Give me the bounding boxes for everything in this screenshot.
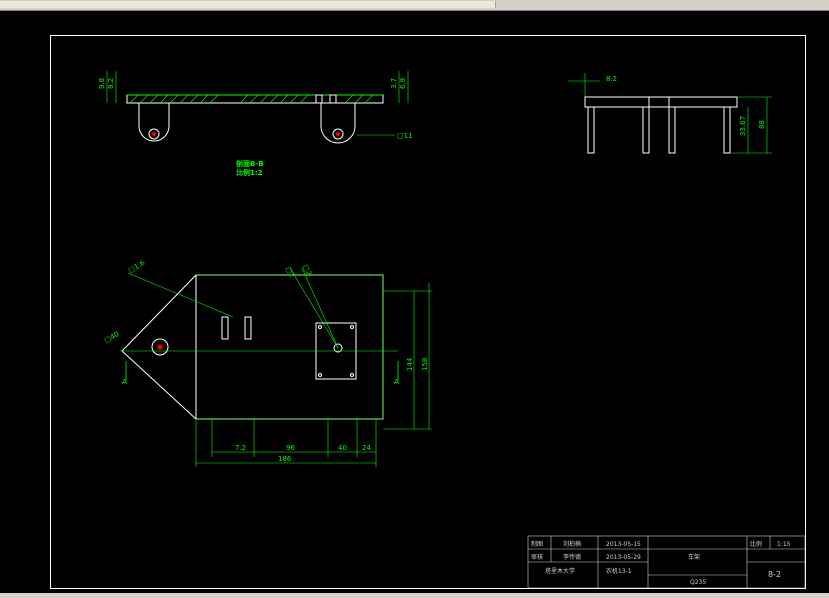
dim-40: 40: [338, 444, 347, 452]
window-title-bar: [0, 0, 829, 11]
dim-r11: □11: [397, 132, 413, 140]
tb-drawn-date: 2013-05-15: [606, 541, 641, 548]
lug-right: [320, 103, 356, 144]
tb-drawn-name: 刘柏楠: [563, 540, 581, 548]
dim-top-1: 9.8: [98, 78, 106, 89]
drawing-svg: 9.8 8.2 3.7 6.9 □11 剖面B-B 比例1:2 8.2: [98, 71, 806, 589]
slot-1: [221, 316, 229, 340]
dim-r40: □40: [103, 330, 120, 345]
title-block: [527, 535, 806, 589]
plan-view: □1.6 □2 □2 □40 A A 144 158 7.2: [103, 259, 432, 467]
tb-class: 农机13-1: [606, 567, 632, 575]
status-bar: [0, 593, 829, 598]
dim-side-h: 88: [758, 120, 766, 129]
dim-r6: □1.6: [127, 259, 147, 275]
tb-material: Q235: [690, 579, 706, 586]
side-leg-4: [723, 106, 731, 154]
hatch-pattern: [129, 94, 374, 104]
tb-drawing-no: 8-2: [768, 570, 781, 579]
tb-checked-date: 2013-05-29: [606, 554, 641, 561]
tb-checked-name: 李传德: [563, 553, 581, 561]
dim-186: 186: [278, 455, 292, 463]
dim-7-2: 7.2: [235, 444, 246, 452]
dim-side-t: 8.2: [606, 75, 617, 83]
tb-checked-label: 审核: [531, 553, 543, 561]
center-mark-left: [152, 132, 156, 136]
dim-96: 96: [286, 444, 295, 452]
plate-inner: [195, 274, 384, 420]
section-scale: 比例1:2: [236, 168, 263, 177]
side-view: 8.2 33.67 88: [568, 73, 772, 154]
tb-scale-value: 1:15: [777, 541, 791, 548]
frame-rail: [126, 94, 384, 104]
tb-scale-label: 比例: [750, 540, 762, 548]
window-tab[interactable]: [0, 1, 121, 8]
center-mark-right: [336, 132, 340, 136]
section-arrow-a1: A: [122, 378, 127, 386]
front-view: 9.8 8.2 3.7 6.9 □11 剖面B-B 比例1:2: [98, 71, 413, 177]
window-tab[interactable]: [120, 1, 496, 8]
section-label: 剖面B-B: [236, 159, 264, 168]
side-top-plate: [584, 96, 738, 108]
dim-24: 24: [362, 444, 371, 452]
tb-drawn-label: 制图: [531, 540, 543, 548]
lug-left: [138, 103, 170, 142]
dim-top-3: 3.7: [390, 78, 398, 89]
dim-144: 144: [406, 357, 414, 371]
side-leg-2: [642, 106, 650, 154]
side-leg-1: [587, 106, 595, 154]
hitch-hole: [151, 338, 169, 356]
drawing-sheet-border: [50, 35, 806, 589]
dim-top-2: 8.2: [107, 78, 115, 89]
section-arrow-a2: A: [394, 378, 399, 386]
slot-2: [244, 316, 252, 340]
dim-top-4: 6.9: [399, 78, 407, 89]
dim-r2a: □2: [284, 265, 296, 278]
tb-org: 塔里木大学: [545, 567, 575, 575]
dim-side-h2: 33.67: [739, 116, 747, 136]
tb-part-name: 车架: [688, 553, 700, 561]
dim-r2b: □2: [301, 263, 313, 276]
dim-158: 158: [421, 358, 429, 371]
cad-drawing-canvas[interactable]: 9.8 8.2 3.7 6.9 □11 剖面B-B 比例1:2 8.2: [0, 11, 829, 591]
side-leg-3: [668, 106, 676, 154]
